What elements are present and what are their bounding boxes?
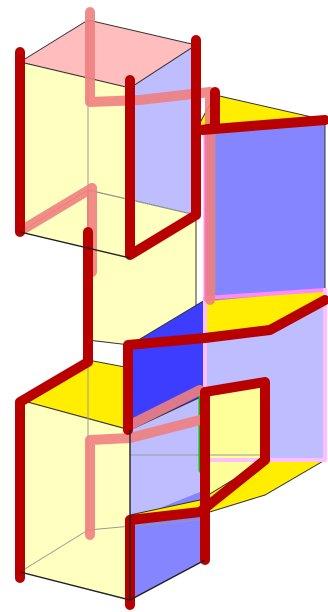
middle-block-blue-face	[205, 120, 325, 300]
bottom-cube-left-face	[20, 400, 130, 600]
